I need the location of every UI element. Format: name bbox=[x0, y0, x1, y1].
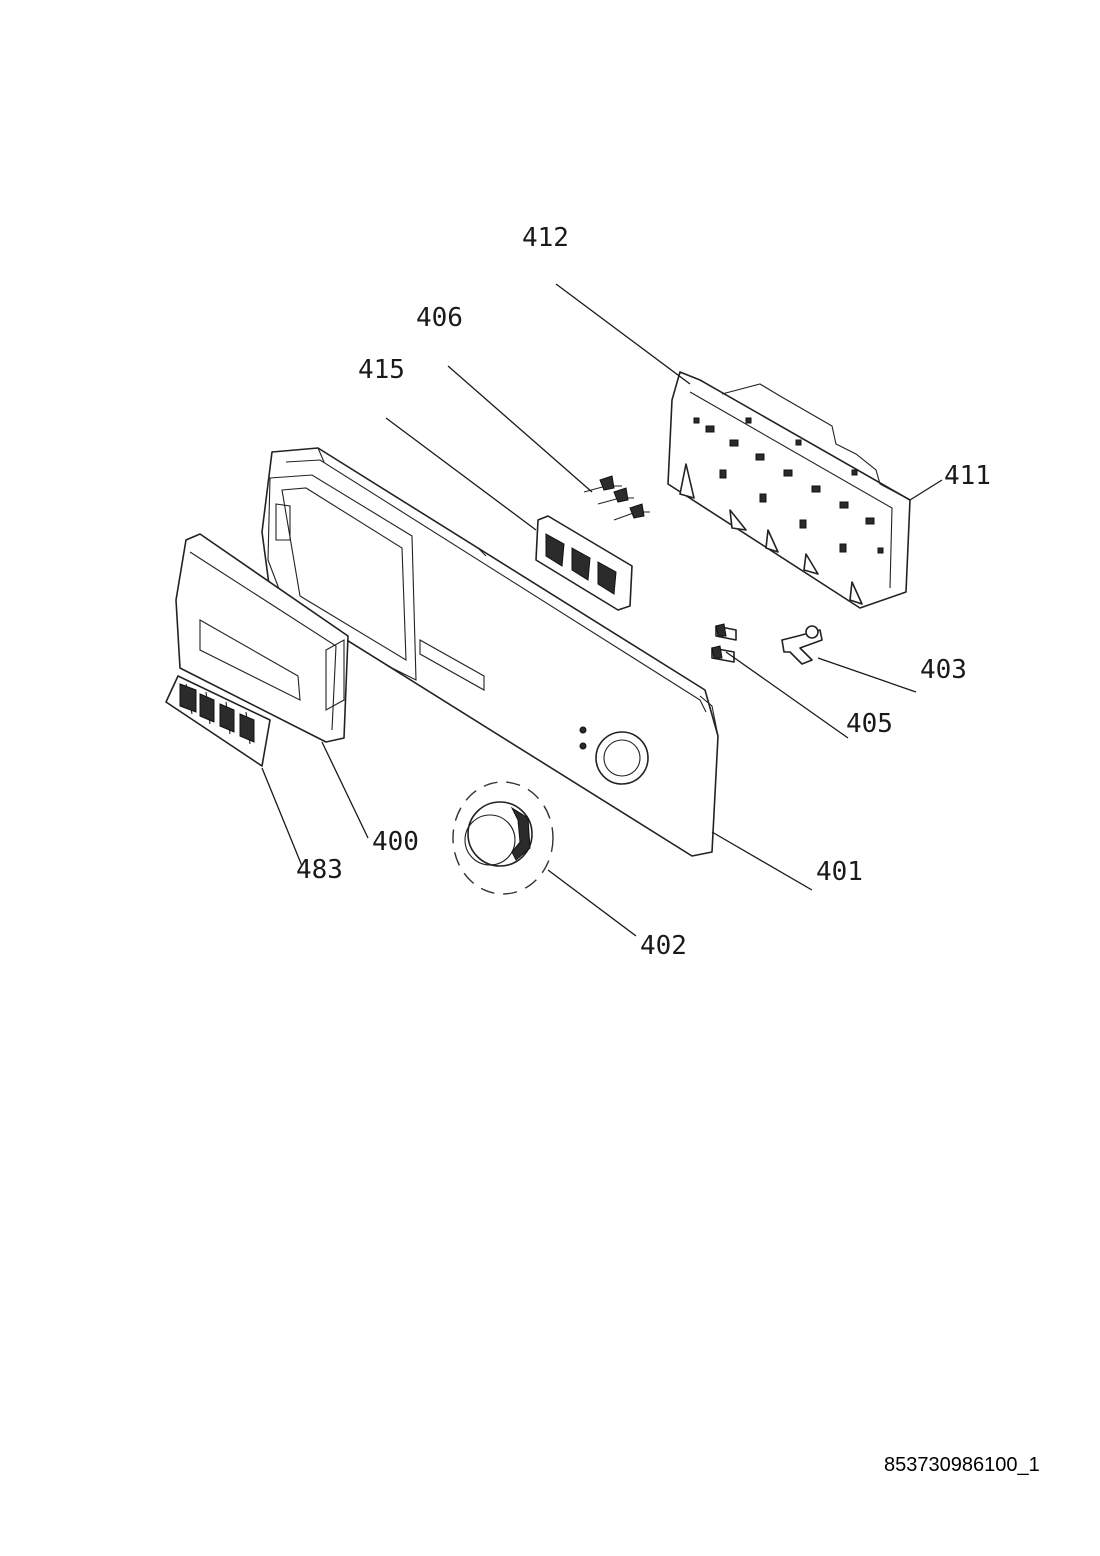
callouts: 412 406 415 411 403 405 400 483 401 402 bbox=[296, 223, 991, 961]
callout-402: 402 bbox=[640, 931, 687, 961]
callout-403: 403 bbox=[920, 655, 967, 685]
part-400-detergent-drawer bbox=[175, 533, 349, 743]
callout-405: 405 bbox=[846, 709, 893, 739]
callout-401: 401 bbox=[816, 857, 863, 887]
part-405-connectors bbox=[711, 623, 737, 663]
callout-406: 406 bbox=[416, 303, 463, 333]
callout-415: 415 bbox=[358, 355, 405, 385]
callout-400: 400 bbox=[372, 827, 419, 857]
part-411-control-board bbox=[667, 371, 911, 609]
part-406-light-pipes bbox=[583, 475, 650, 521]
part-415-button-block bbox=[535, 515, 633, 611]
callout-411: 411 bbox=[944, 461, 991, 491]
callout-412: 412 bbox=[522, 223, 569, 253]
part-403-fitting bbox=[781, 625, 823, 665]
leader-lines bbox=[261, 283, 943, 937]
part-483-drawer-insert bbox=[165, 675, 271, 767]
document-id: 853730986100_1 bbox=[884, 1454, 1040, 1476]
part-401-control-panel bbox=[261, 447, 719, 857]
part-402-program-knob bbox=[452, 781, 554, 895]
callout-483: 483 bbox=[296, 855, 343, 885]
